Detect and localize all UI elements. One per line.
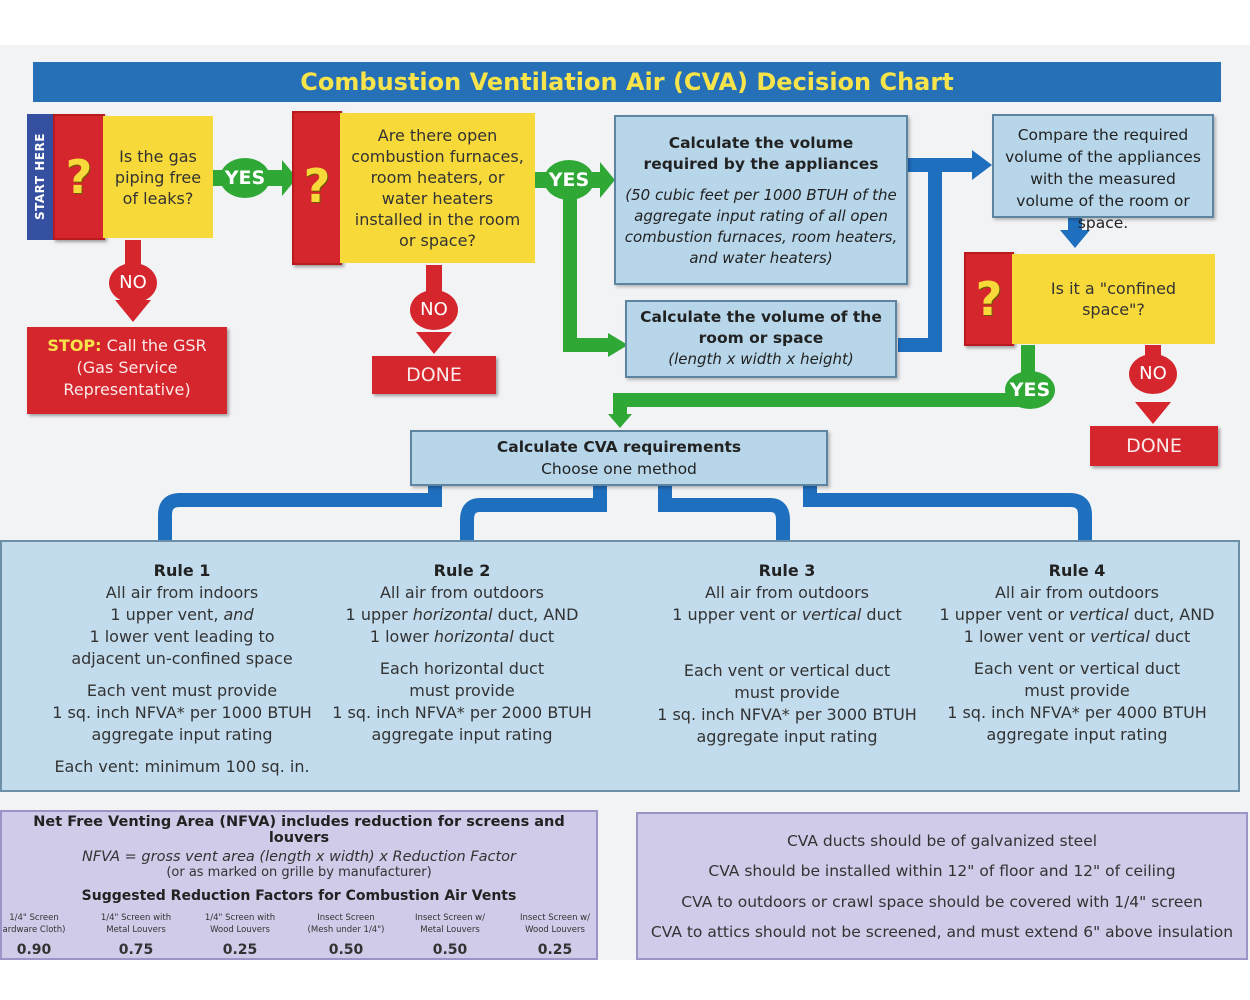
no-label-q2: NO [410,290,458,330]
rule-3-provide: must provide [734,683,840,702]
rule-3-title: Rule 3 [758,561,816,580]
note-outdoor-screen: CVA to outdoors or crawl space should be… [681,893,1203,911]
q2-red-panel: ? [292,111,342,265]
stop-label: STOP: [47,336,102,355]
rule-1: Rule 1 All air from indoors 1 upper vent… [32,560,332,778]
start-here-label: START HERE [27,114,53,240]
nfva-marked-note: (or as marked on grille by manufacturer) [166,865,432,880]
rule-3-provide: Each vent or vertical duct [683,661,891,680]
rule-2-title: Rule 2 [433,561,491,580]
q3-red-panel: ? [964,252,1014,346]
rule-4-line: 1 upper vent or vertical duct, AND [939,605,1215,624]
rule-3-line: All air from outdoors [704,583,869,602]
cva-req-subtitle: Choose one method [541,460,697,478]
rule-4-line: All air from outdoors [994,583,1159,602]
calc-appliance-title: Calculate the volume required by the app… [643,134,879,173]
rule-2: Rule 2 All air from outdoors 1 upper hor… [322,560,602,746]
calc-room-title: Calculate the volume of the room or spac… [640,308,882,347]
rule-1-title: Rule 1 [153,561,211,580]
rule-4-provide: aggregate input rating [986,725,1168,744]
question-icon: ? [65,150,93,204]
calc-room-note: (length x width x height) [668,350,854,368]
rule-2-line: 1 lower horizontal duct [369,627,555,646]
rule-3-provide: 1 sq. inch NFVA* per 3000 BTUH [657,705,917,724]
rule-2-provide: aggregate input rating [371,725,553,744]
calc-room-volume-box: Calculate the volume of the room or spac… [625,300,897,378]
rule-3-line: 1 upper vent or vertical duct [672,605,902,624]
rule-1-provide: aggregate input rating [91,725,273,744]
rule-1-line: 1 lower vent leading to [89,627,275,646]
compare-volumes-box: Compare the required volume of the appli… [992,114,1214,232]
note-galvanized-steel: CVA ducts should be of galvanized steel [786,832,1098,850]
yes-label-q3: YES [1005,371,1055,409]
stop-call-gsr-box: STOP: Call the GSR (Gas Service Represen… [27,327,227,414]
rule-4-title: Rule 4 [1048,561,1106,580]
q1-red-panel: ? [53,114,105,240]
no-label-q1: NO [109,263,157,303]
stop-text: Call the GSR (Gas Service Representative… [63,336,207,399]
rule-1-line: adjacent un-confined space [71,649,293,668]
nfva-title: Net Free Venting Area (NFVA) includes re… [33,814,565,846]
nfva-panel: Net Free Venting Area (NFVA) includes re… [0,810,598,960]
chart-title: Combustion Ventilation Air (CVA) Decisio… [33,62,1221,102]
rule-4-provide: Each vent or vertical duct [973,659,1181,678]
rule-2-line: All air from outdoors [379,583,544,602]
rule-4-provide: must provide [1024,681,1130,700]
rule-3: Rule 3 All air from outdoors 1 upper ven… [642,560,932,748]
rule-4: Rule 4 All air from outdoors 1 upper ven… [932,560,1222,746]
rule-2-provide: Each horizontal duct [379,659,545,678]
reduction-factors-title: Suggested Reduction Factors for Combusti… [81,888,517,904]
q1-gas-leaks-text: Is the gas piping free of leaks? [103,116,213,238]
question-icon: ? [975,272,1003,326]
rule-1-provide: 1 sq. inch NFVA* per 1000 BTUH [52,703,312,722]
rule-2-provide: must provide [409,681,515,700]
factor-label: Insect Screen(Mesh under 1/4") [307,913,385,935]
rule-2-line: 1 upper horizontal duct, AND [345,605,579,624]
note-attic-insulation: CVA to attics should not be screened, an… [650,923,1234,941]
yes-label-q2: YES [544,160,594,200]
factor-label: Insect Screen w/Wood Louvers [519,913,590,935]
nfva-formula: NFVA = gross vent area (length x width) … [82,849,516,865]
calc-cva-requirements-box: Calculate CVA requirements Choose one me… [410,430,828,486]
no-label-q3: NO [1129,354,1177,394]
rule-1-line: 1 upper vent, and [110,605,254,624]
rule-1-provide: Each vent must provide [86,681,278,700]
rule-3-provide: aggregate input rating [696,727,878,746]
factor-value: 0.50 [328,942,364,958]
blue-arrow-to-compare [898,150,992,352]
calc-appliance-note: (50 cubic feet per 1000 BTUH of the aggr… [624,186,898,267]
rule-4-line: 1 lower vent or vertical duct [963,627,1191,646]
factor-value: 0.75 [118,942,154,958]
factor-label: Insect Screen w/Metal Louvers [414,913,485,935]
blue-arrow-to-q3 [1060,217,1090,248]
question-icon: ? [303,159,331,213]
factor-value: 0.25 [537,942,573,958]
calc-appliance-volume-box: Calculate the volume required by the app… [614,115,908,285]
cva-req-title: Calculate CVA requirements [496,438,742,456]
rule-1-line: All air from indoors [105,583,259,602]
factor-value: 0.50 [432,942,468,958]
note-install-height: CVA should be installed within 12" of fl… [708,862,1176,880]
yes-label-q1: YES [220,158,270,198]
rule-branch-pipes [158,486,1092,545]
done-box-q3: DONE [1090,426,1218,466]
rules-panel: Rule 1 All air from indoors 1 upper vent… [0,540,1240,792]
rule-4-provide: 1 sq. inch NFVA* per 4000 BTUH [947,703,1207,722]
rule-1-minimum: Each vent: minimum 100 sq. in. [54,757,310,776]
rule-2-provide: 1 sq. inch NFVA* per 2000 BTUH [332,703,592,722]
q3-confined-space-text: Is it a "confined space"? [1012,254,1215,344]
factor-value: 0.90 [16,942,52,958]
done-box-q2: DONE [372,356,496,394]
cva-notes-panel: CVA ducts should be of galvanized steel … [636,812,1248,960]
q2-open-combustion-text: Are there open combustion furnaces, room… [340,113,535,263]
factor-value: 0.25 [222,942,258,958]
